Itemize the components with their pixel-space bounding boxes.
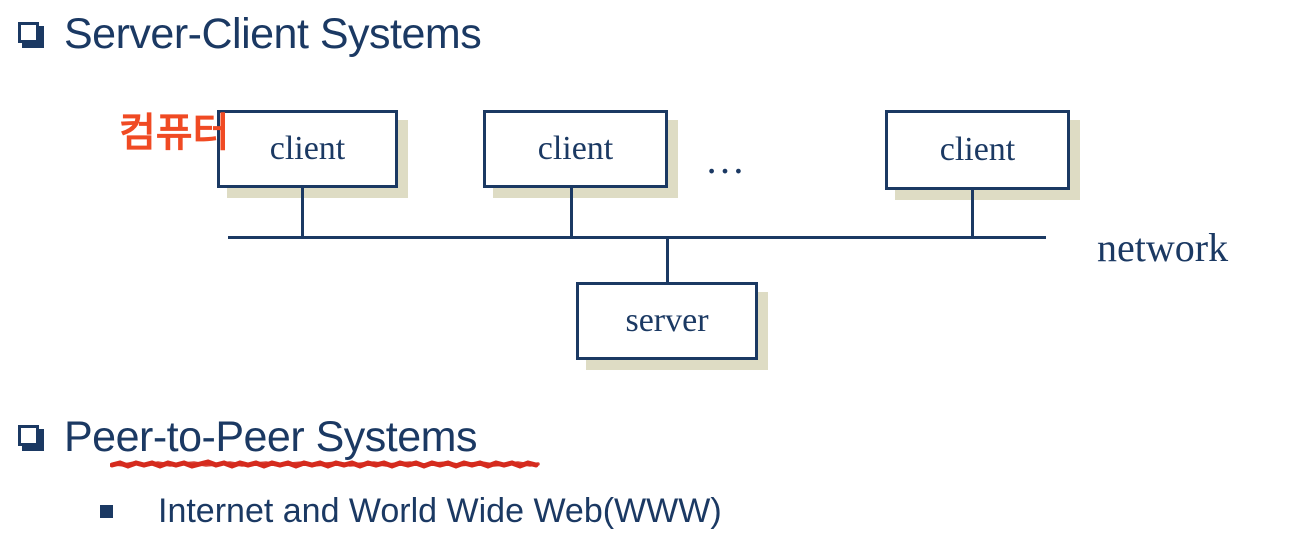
client-box-1-label: client [269,130,346,167]
server-box[interactable]: server [576,282,758,360]
client-1-link-line [301,186,304,239]
server-box-label: server [625,302,709,339]
hollow-square-bullet-icon [18,424,44,451]
ellipsis-more-clients: … [705,137,745,182]
sub-item-internet-www: Internet and World Wide Web(WWW) [100,492,722,531]
network-label: network [1097,225,1229,270]
client-box-2-label: client [537,130,614,167]
heading-server-client-systems: Server-Client Systems [18,10,482,59]
filled-square-bullet-icon [100,505,113,518]
korean-annotation-computer: 컴퓨터 [119,110,230,156]
network-bus-line [228,236,1046,239]
heading-label: Server-Client Systems [64,10,482,58]
sub-item-label: Internet and World Wide Web(WWW) [158,492,722,530]
heading-label: Peer-to-Peer Systems [64,413,477,461]
server-link-line [666,236,669,282]
client-box-1[interactable]: client [217,110,398,188]
client-box-3[interactable]: client [885,110,1070,190]
client-3-link-line [971,188,974,239]
hollow-square-bullet-icon [18,21,44,48]
heading-peer-to-peer-systems: Peer-to-Peer Systems [18,413,477,462]
client-box-2[interactable]: client [483,110,668,188]
client-2-link-line [570,186,573,239]
client-box-3-label: client [939,131,1016,168]
